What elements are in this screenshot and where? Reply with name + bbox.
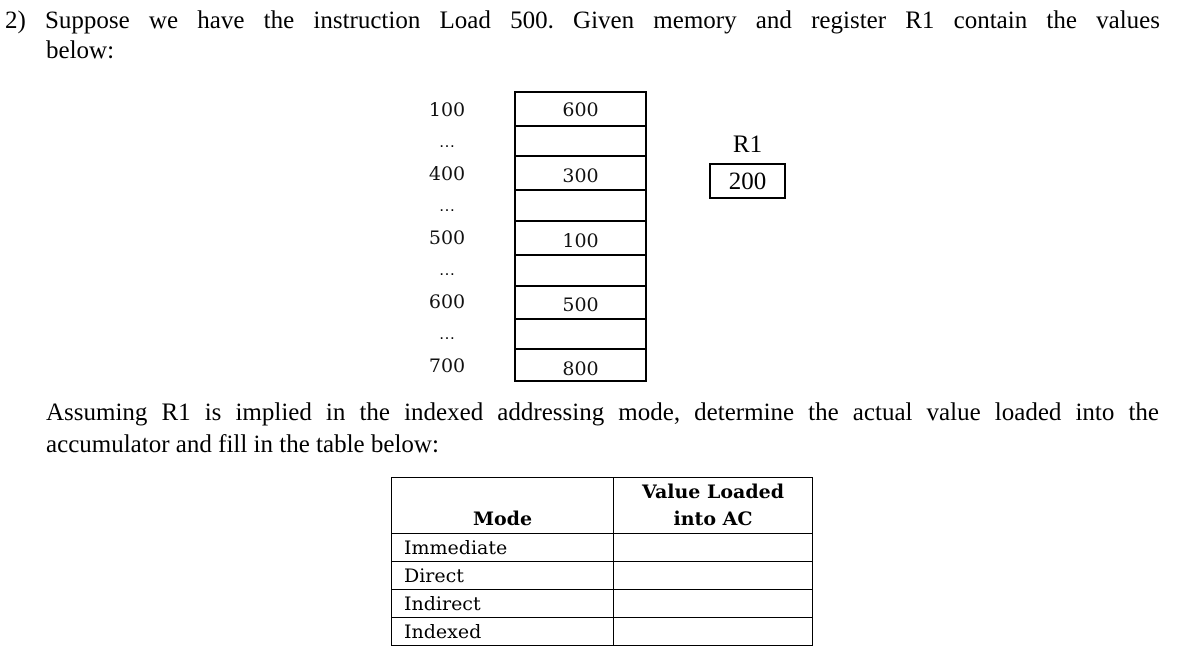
value-cell[interactable] bbox=[613, 589, 813, 618]
memory-cell: 300 bbox=[514, 155, 647, 189]
register-value: 200 bbox=[709, 163, 786, 199]
mode-cell: Immediate bbox=[391, 533, 614, 562]
mode-cell: Indexed bbox=[391, 617, 614, 646]
question-line-2: below: bbox=[46, 37, 115, 64]
memory-cell: 600 bbox=[514, 91, 647, 125]
table-row: Direct bbox=[391, 561, 813, 590]
instruction-line-2: accumulator and fill in the table below: bbox=[46, 431, 439, 458]
mode-cell: Direct bbox=[391, 561, 614, 590]
ellipsis: … bbox=[439, 262, 455, 279]
ellipsis: … bbox=[439, 134, 455, 151]
memory-cell-empty bbox=[514, 254, 647, 285]
memory-cell-empty bbox=[514, 125, 647, 155]
table-header-row: Mode Value Loaded into AC bbox=[391, 477, 813, 534]
table-row: Immediate bbox=[391, 533, 813, 562]
address-label: 500 bbox=[428, 227, 466, 249]
question-line-1: 2) Suppose we have the instruction Load … bbox=[5, 7, 1160, 34]
instruction-line-1: Assuming R1 is implied in the indexed ad… bbox=[46, 399, 1159, 426]
value-cell[interactable] bbox=[613, 561, 813, 590]
value-cell[interactable] bbox=[613, 533, 813, 562]
ellipsis: … bbox=[439, 198, 455, 215]
address-label: 600 bbox=[428, 291, 466, 313]
address-label: 700 bbox=[428, 355, 466, 377]
mode-cell: Indirect bbox=[391, 589, 614, 618]
header-mode: Mode bbox=[391, 477, 614, 534]
header-value: Value Loaded into AC bbox=[613, 477, 813, 534]
ellipsis: … bbox=[439, 326, 455, 343]
memory-cell: 800 bbox=[514, 348, 647, 382]
memory-cell-empty bbox=[514, 318, 647, 348]
memory-cell: 500 bbox=[514, 285, 647, 318]
address-label: 400 bbox=[428, 163, 466, 185]
memory-cell-empty bbox=[514, 189, 647, 220]
register-label: R1 bbox=[732, 131, 763, 158]
answer-table: Mode Value Loaded into AC Immediate Dire… bbox=[391, 477, 813, 646]
table-row: Indirect bbox=[391, 589, 813, 618]
value-cell[interactable] bbox=[613, 617, 813, 646]
memory-cell: 100 bbox=[514, 220, 647, 254]
address-label: 100 bbox=[428, 99, 466, 121]
table-row: Indexed bbox=[391, 617, 813, 646]
